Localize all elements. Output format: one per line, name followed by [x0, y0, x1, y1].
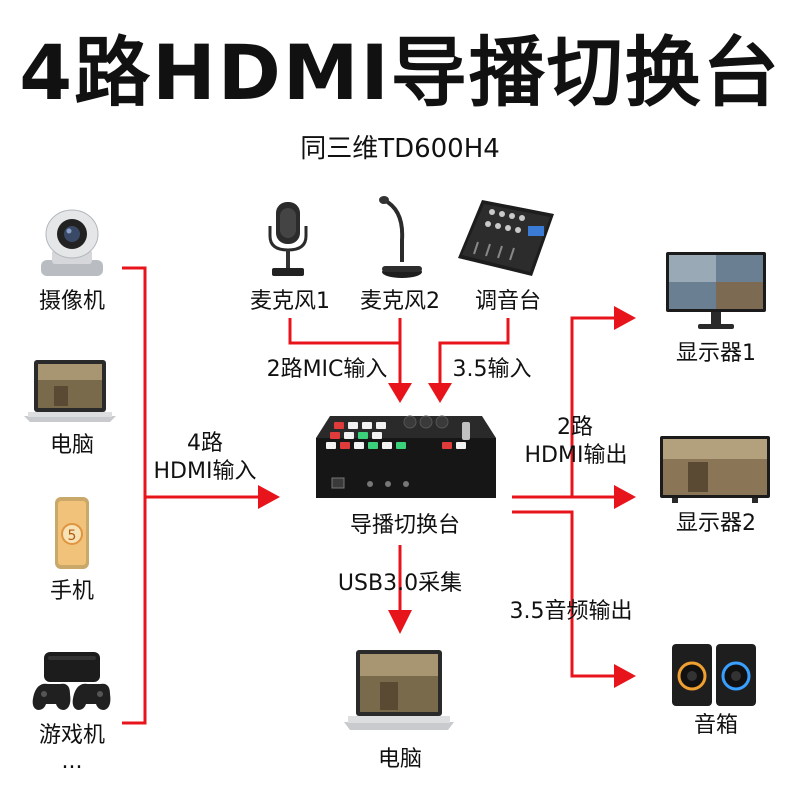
mixer-line — [438, 318, 510, 385]
display2-label: 显示器2 — [676, 511, 756, 536]
audio-output-label: 3.5音频输出 — [509, 599, 633, 624]
usb-capture-label: USB3.0采集 — [337, 571, 463, 596]
arrow-hdmi-in — [258, 485, 280, 509]
arrow-speakers — [614, 664, 636, 688]
hdmi-input-label: HDMI输入 — [153, 459, 257, 484]
laptop-label: 电脑 — [49, 433, 94, 458]
page-subtitle: 同三维TD600H4 — [300, 134, 500, 164]
video-switcher-icon — [316, 415, 496, 498]
phone-label: 手机 — [49, 579, 94, 604]
laptop-icon — [24, 360, 116, 422]
phone-icon: 5 — [55, 497, 89, 569]
mic1-label: 麦克风1 — [250, 289, 330, 314]
arrow-display2 — [614, 485, 636, 509]
arrow-pc — [388, 610, 412, 634]
camera-icon — [41, 209, 103, 276]
output-pc-label: 电脑 — [377, 747, 422, 772]
speaker-icon — [672, 644, 756, 706]
input-bracket-line — [122, 266, 147, 725]
hdmi-output-count-label: 2路 — [557, 415, 593, 440]
arrow-display1 — [614, 306, 636, 330]
camera-label: 摄像机 — [38, 289, 105, 314]
condenser-mic-icon — [268, 202, 308, 276]
hdmi-input-count-label: 4路 — [187, 431, 223, 456]
game-console-label: 游戏机 — [38, 723, 105, 748]
arrow-line-in — [428, 383, 452, 403]
game-console-icon — [32, 652, 111, 710]
svg-text:5: 5 — [68, 528, 77, 544]
display1-line — [512, 316, 618, 499]
page-title: 4路HDMI导播切换台 — [19, 28, 781, 117]
hdmi-output-label: HDMI输出 — [524, 443, 628, 468]
arrow-mic — [388, 383, 412, 403]
monitor-icon — [666, 252, 766, 329]
gooseneck-mic-icon — [379, 196, 422, 278]
speakers-label: 音箱 — [693, 713, 738, 738]
display1-label: 显示器1 — [676, 341, 756, 366]
mic2-label: 麦克风2 — [360, 289, 440, 314]
line-input-label: 3.5输入 — [452, 357, 532, 382]
mic-input-label: 2路MIC输入 — [266, 357, 388, 382]
speakers-line — [512, 510, 618, 678]
audio-mixer-icon — [458, 200, 554, 276]
tv-icon — [660, 436, 770, 503]
more-devices-label: ... — [61, 749, 83, 774]
mixer-label: 调音台 — [474, 289, 541, 314]
switcher-label: 导播切换台 — [349, 513, 460, 538]
output-laptop-icon — [344, 650, 454, 730]
